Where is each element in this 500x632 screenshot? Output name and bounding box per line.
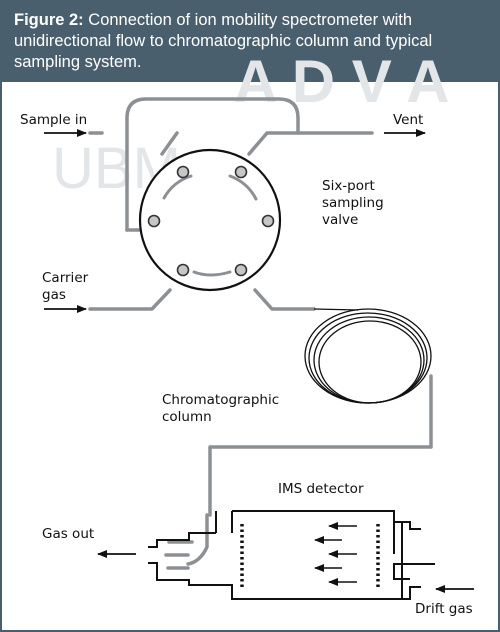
carrier-gas-tube [88, 288, 172, 311]
port-2 [234, 165, 248, 179]
port-5 [176, 263, 190, 277]
detector-bottom-wall [148, 562, 421, 600]
drift-arrows [314, 522, 357, 586]
port-1 [176, 165, 190, 179]
label-column-2: column [162, 409, 212, 425]
port-bottom-right-line [253, 288, 316, 311]
detector-left-upper [148, 532, 216, 548]
port-4 [261, 214, 275, 228]
label-carrier-2: gas [42, 287, 66, 303]
label-six-port-1: Six-port [322, 178, 375, 194]
port-top-left-line [160, 131, 179, 156]
valve-body [138, 148, 282, 292]
watermark-logo: A D V A [234, 48, 450, 115]
port-6 [234, 263, 248, 277]
column-outlet-tube [208, 374, 433, 517]
channel-right [228, 174, 258, 201]
flow-arrows [44, 129, 474, 593]
detector-top-wall [232, 510, 421, 530]
port-top-right-line [247, 131, 300, 156]
label-six-port-3: valve [322, 212, 358, 228]
label-gas-out: Gas out [42, 526, 94, 542]
valve-channels [162, 174, 258, 277]
valve-ports [147, 165, 275, 277]
caption-text: Connection of ion mobility spectrometer … [14, 11, 433, 71]
label-sample-in: Sample in [20, 112, 87, 128]
ims-detector [148, 510, 435, 600]
label-carrier-1: Carrier [42, 270, 89, 286]
channel-bottom [192, 270, 232, 277]
tubing [88, 97, 433, 570]
label-six-port-2: sampling [322, 195, 384, 211]
port-3 [147, 214, 161, 228]
label-column-1: Chromatographic [162, 392, 279, 408]
label-ims-detector: IMS detector [278, 481, 364, 497]
sample-loop-tube [125, 97, 374, 232]
collector-lower [393, 563, 435, 580]
label-vent: Vent [393, 112, 423, 128]
label-drift-gas: Drift gas [415, 601, 473, 617]
column-inlet-bend [186, 513, 209, 566]
column-coil [304, 308, 432, 404]
channel-left-top [162, 174, 193, 200]
caption-label: Figure 2: [14, 11, 84, 29]
figure-caption: Figure 2: Connection of ion mobility spe… [2, 2, 498, 82]
